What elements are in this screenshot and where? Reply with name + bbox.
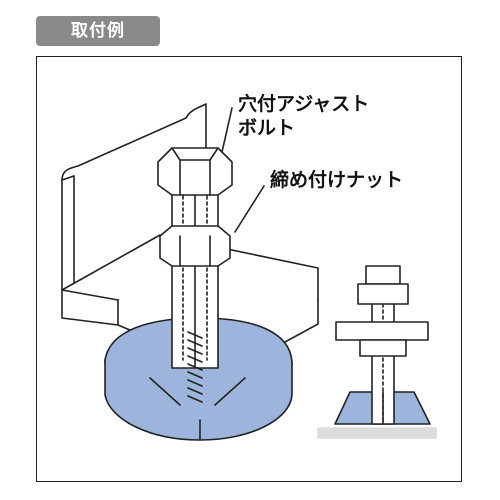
lock-nut (159, 225, 231, 267)
section-tab: 取付例 (36, 16, 160, 46)
bolt-threads (187, 331, 203, 403)
leader-adjust-bolt (221, 107, 233, 153)
leader-lock-nut (234, 185, 265, 233)
wall-frame (61, 103, 207, 181)
side-view-detail (317, 265, 437, 439)
adjust-bolt-label-line1: 穴付アジャスト (238, 93, 370, 115)
section-tab-label: 取付例 (71, 21, 125, 41)
lock-nut-label-text: 締め付けナット (270, 169, 404, 191)
adjust-bolt-label-line2: ボルト (238, 117, 296, 139)
lock-nut-label: 締め付けナット (270, 168, 403, 192)
adjust-bolt-label: 穴付アジャスト ボルト (238, 92, 369, 140)
illustration-frame (36, 56, 462, 482)
bolt-head (157, 147, 233, 196)
